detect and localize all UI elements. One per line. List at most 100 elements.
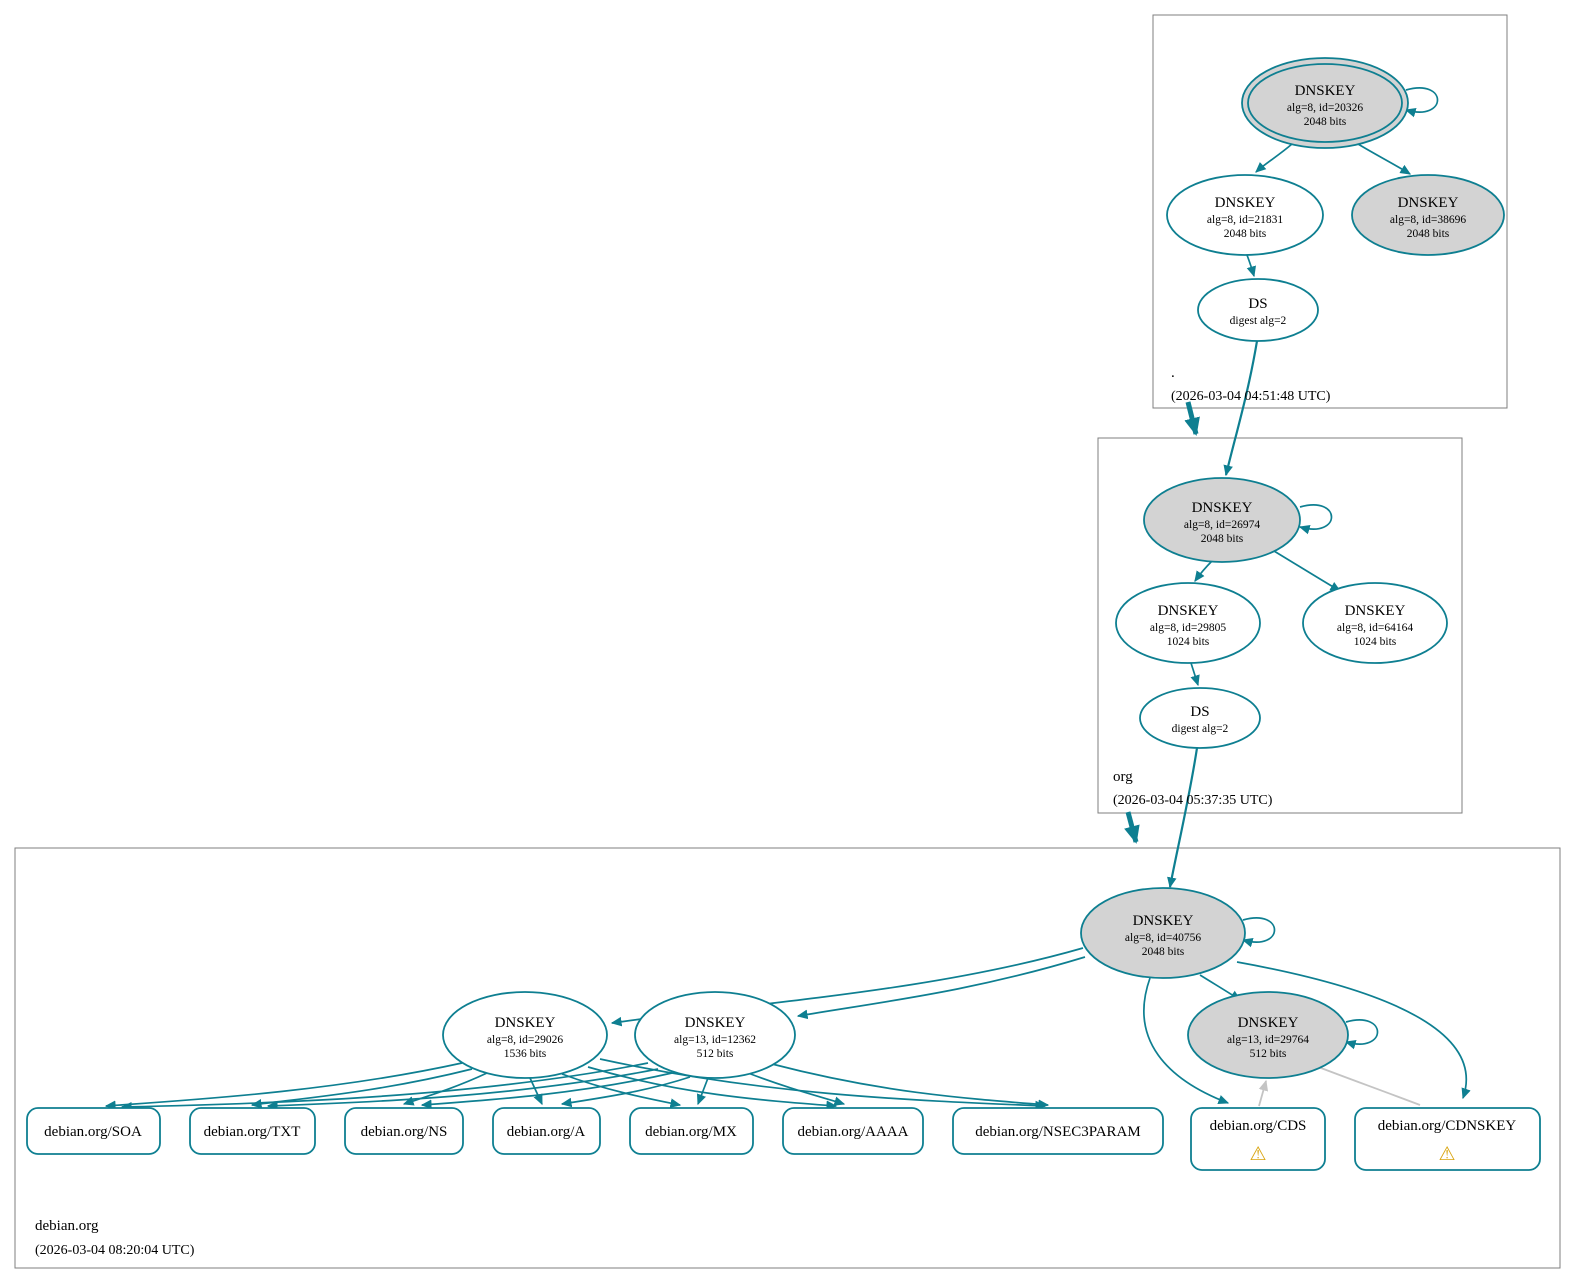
edge-zsk2-to-mx: [696, 1077, 709, 1106]
edge-org-zsk1-to-ds: [1190, 662, 1200, 687]
edge-org-ds-to-debian-ksk: [1167, 747, 1199, 889]
node-type: DNSKEY: [1398, 195, 1459, 211]
edge-org-ksk-to-zsk2: [1273, 550, 1342, 592]
node-type: DNSKEY: [1238, 1015, 1299, 1031]
node-type: DNSKEY: [1295, 83, 1356, 99]
rrset-a: debian.org/A: [492, 1107, 601, 1155]
edge-org-ksk-to-zsk1: [1194, 560, 1213, 582]
zone-label-org: org: [1113, 769, 1133, 785]
node-bits: 2048 bits: [1142, 946, 1185, 958]
node-bits: 512 bits: [1250, 1048, 1287, 1060]
edge-org-ksk-selfloop: [1298, 504, 1333, 535]
edge-root-ksk-to-zsk: [1255, 143, 1293, 173]
node-dnskey-40756-ksk: DNSKEY alg=8, id=40756 2048 bits: [1080, 887, 1246, 979]
rrset-label: debian.org/NS: [361, 1124, 448, 1140]
node-alg: alg=8, id=21831: [1207, 214, 1283, 226]
edge-debian-csk-selfloop: [1344, 1019, 1379, 1050]
node-bits: 1536 bits: [504, 1048, 547, 1060]
rrset-label: debian.org/CDS: [1210, 1118, 1307, 1134]
zone-label-debian-org: debian.org: [35, 1218, 99, 1234]
edge-zsk2-to-a: [560, 1076, 691, 1108]
edge-zsk1-to-nsec3param: [599, 1058, 1047, 1111]
zone-timestamp-org: (2026-03-04 05:37:35 UTC): [1113, 793, 1273, 808]
zone-box-org: [1097, 437, 1463, 814]
node-bits: 2048 bits: [1201, 533, 1244, 545]
node-dnskey-64164-zsk: DNSKEY alg=8, id=64164 1024 bits: [1302, 582, 1448, 664]
node-type: DS: [1190, 704, 1209, 720]
rrset-mx: debian.org/MX: [629, 1107, 754, 1155]
rrset-label: debian.org/MX: [645, 1124, 737, 1140]
node-alg: alg=8, id=40756: [1125, 932, 1201, 944]
node-bits: 2048 bits: [1304, 116, 1347, 128]
edge-root-ds-to-org-ksk: [1223, 340, 1259, 477]
edge-zsk2-to-soa: [120, 1062, 649, 1112]
node-dnskey-29026-zsk: DNSKEY alg=8, id=29026 1536 bits: [442, 991, 608, 1079]
node-alg: alg=8, id=29805: [1150, 622, 1226, 634]
rrset-cds: debian.org/CDS ⚠: [1190, 1107, 1326, 1171]
edge-debian-ksk-to-cdnskey: [1236, 961, 1471, 1100]
rrset-label: debian.org/NSEC3PARAM: [975, 1124, 1140, 1140]
rrset-label: debian.org/A: [507, 1124, 586, 1140]
zone-box-root: [1152, 14, 1508, 409]
rrset-cdnskey: debian.org/CDNSKEY ⚠: [1354, 1107, 1541, 1171]
rrset-label: debian.org/SOA: [44, 1124, 142, 1140]
rrset-label: debian.org/CDNSKEY: [1378, 1118, 1517, 1134]
edge-zsk1-to-soa: [104, 1062, 463, 1111]
node-dnskey-12362-zsk: DNSKEY alg=13, id=12362 512 bits: [634, 991, 796, 1079]
node-alg: alg=8, id=26974: [1184, 519, 1260, 531]
edge-delegation-root-to-org: [1184, 401, 1200, 436]
edge-zsk2-to-aaaa: [747, 1072, 846, 1106]
rrset-soa: debian.org/SOA: [26, 1107, 161, 1155]
edge-root-ksk-to-ksk2: [1357, 143, 1412, 175]
edge-zsk2-to-txt: [266, 1068, 659, 1111]
node-type: DNSKEY: [1215, 195, 1276, 211]
node-ds-org: DS digest alg=2: [1139, 687, 1261, 749]
node-dnskey-29764-csk: DNSKEY alg=13, id=29764 512 bits: [1187, 991, 1349, 1079]
node-type: DNSKEY: [1345, 603, 1406, 619]
node-alg: alg=8, id=64164: [1337, 622, 1413, 634]
node-digest: digest alg=2: [1172, 723, 1229, 735]
node-alg: alg=8, id=38696: [1390, 214, 1466, 226]
rrset-label: debian.org/AAAA: [798, 1124, 909, 1140]
node-dnskey-26974-ksk: DNSKEY alg=8, id=26974 2048 bits: [1143, 477, 1301, 563]
rrset-ns: debian.org/NS: [344, 1107, 464, 1155]
node-bits: 512 bits: [697, 1048, 734, 1060]
node-dnskey-38696-ksk: DNSKEY alg=8, id=38696 2048 bits: [1351, 174, 1505, 256]
node-type: DNSKEY: [1133, 913, 1194, 929]
node-type: DNSKEY: [1158, 603, 1219, 619]
node-bits: 1024 bits: [1167, 636, 1210, 648]
edge-root-ksk-selfloop: [1404, 87, 1439, 118]
node-bits: 2048 bits: [1407, 228, 1450, 240]
edge-zsk1-to-txt: [250, 1068, 473, 1109]
node-type: DNSKEY: [1192, 500, 1253, 516]
edge-zsk2-to-nsec3param: [771, 1063, 1050, 1110]
node-alg: alg=8, id=20326: [1287, 102, 1363, 114]
zone-timestamp-debian-org: (2026-03-04 08:20:04 UTC): [35, 1243, 195, 1258]
warning-icon: ⚠: [1249, 1143, 1266, 1165]
node-bits: 2048 bits: [1224, 228, 1267, 240]
edge-root-zsk-to-ds: [1246, 254, 1256, 278]
node-dnskey-20326-ksk: DNSKEY alg=8, id=20326 2048 bits: [1241, 57, 1409, 149]
node-alg: alg=8, id=29026: [487, 1034, 563, 1046]
edge-zsk2-to-ns: [420, 1072, 673, 1110]
node-ds-root: DS digest alg=2: [1197, 278, 1319, 342]
zone-timestamp-root: (2026-03-04 04:51:48 UTC): [1171, 389, 1331, 404]
node-digest: digest alg=2: [1230, 315, 1287, 327]
rrset-aaaa: debian.org/AAAA: [782, 1107, 924, 1155]
node-alg: alg=13, id=12362: [674, 1034, 756, 1046]
node-bits: 1024 bits: [1354, 636, 1397, 648]
node-type: DS: [1248, 296, 1267, 312]
node-type: DNSKEY: [685, 1015, 746, 1031]
rrset-label: debian.org/TXT: [204, 1124, 301, 1140]
node-type: DNSKEY: [495, 1015, 556, 1031]
node-alg: alg=13, id=29764: [1227, 1034, 1309, 1046]
edge-debian-ksk-to-cds: [1143, 977, 1230, 1105]
warning-icon: ⚠: [1438, 1143, 1455, 1165]
node-dnskey-21831-zsk: DNSKEY alg=8, id=21831 2048 bits: [1166, 174, 1324, 256]
edge-debian-ksk-selfloop: [1241, 917, 1276, 948]
edge-cdnskey-to-csk-gray: [1306, 1062, 1421, 1106]
rrset-txt: debian.org/TXT: [189, 1107, 316, 1155]
node-dnskey-29805-zsk: DNSKEY alg=8, id=29805 1024 bits: [1115, 582, 1261, 664]
